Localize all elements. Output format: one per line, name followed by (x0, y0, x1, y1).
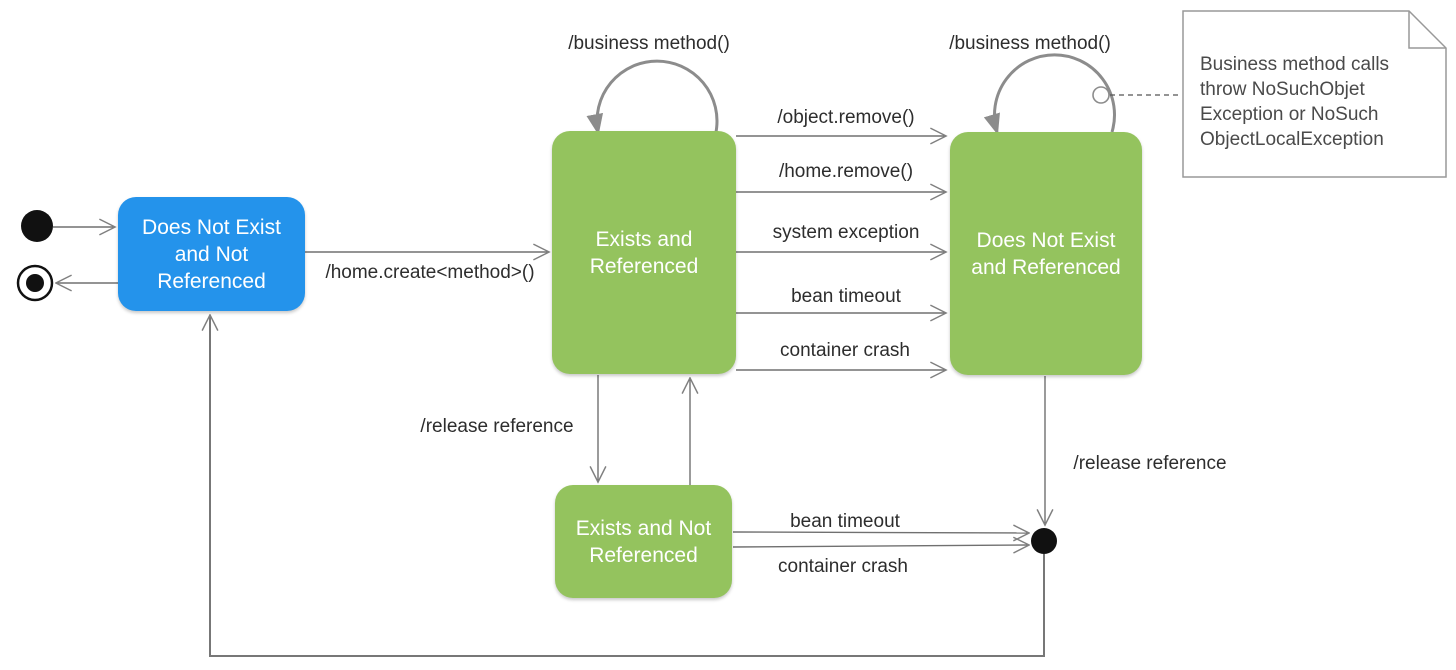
final-state-dot (26, 274, 44, 292)
return-path-line (210, 316, 1045, 657)
state-label: Exists and Referenced (589, 227, 699, 278)
label-home-remove: /home.remove() (778, 161, 914, 182)
state-label: Does Not Exist and Referenced (971, 228, 1121, 279)
state-exists-and-referenced: Exists and Referenced (552, 131, 736, 374)
label-object-remove: /object.remove() (777, 107, 915, 128)
label-bean-timeout-mid: bean timeout (791, 286, 901, 307)
self-loop-arc-left (586, 59, 719, 136)
label-container-crash-mid: container crash (780, 340, 910, 361)
label-container-crash-bottom: container crash (778, 556, 908, 577)
state-exists-and-not-referenced: Exists and Not Referenced (555, 485, 732, 598)
state-does-not-exist-and-not-referenced: Does Not Exist and Not Referenced (118, 197, 305, 311)
label-business-method-right: /business method() (949, 33, 1111, 54)
transition-line-container-crash-bottom (732, 545, 1028, 547)
transition-line-bean-timeout-bottom (732, 532, 1028, 533)
label-home-create: /home.create<method>() (325, 262, 535, 283)
state-label: Exists and Not Referenced (575, 516, 712, 567)
note-text: Business method calls throw NoSuchObjet … (1200, 54, 1390, 150)
initial-state-dot (21, 210, 53, 242)
junction-dot (1031, 528, 1057, 554)
note-anchor-circle (1092, 86, 1110, 104)
note-shape (1182, 10, 1447, 178)
label-system-exception: system exception (772, 222, 920, 243)
label-bean-timeout-bottom: bean timeout (790, 511, 900, 532)
state-label: Does Not Exist and Not Referenced (142, 215, 281, 293)
label-release-reference-left: /release reference (420, 416, 574, 437)
label-business-method-left: /business method() (568, 33, 730, 54)
note-fold (1408, 11, 1446, 49)
state-does-not-exist-and-referenced: Does Not Exist and Referenced (950, 132, 1142, 375)
self-loop-arc-right (983, 53, 1116, 136)
label-release-reference-right: /release reference (1073, 453, 1227, 474)
